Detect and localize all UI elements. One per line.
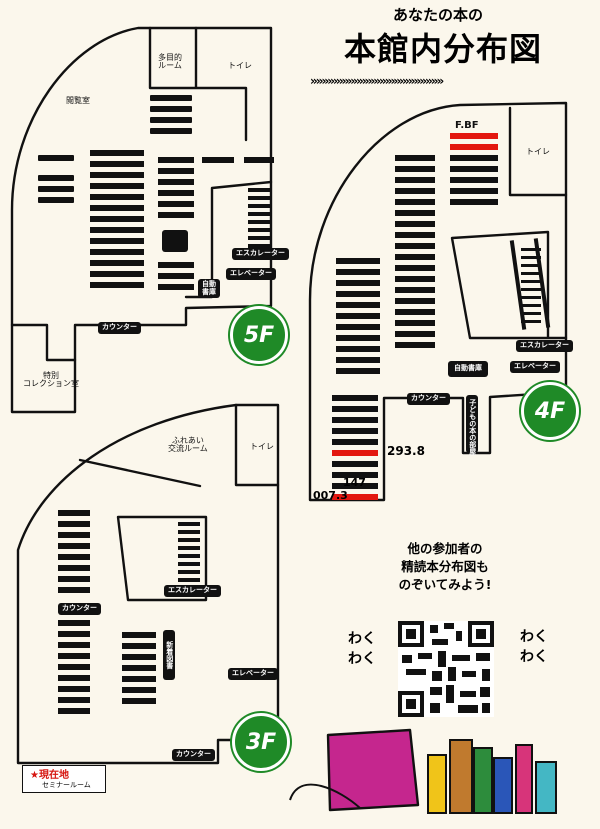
header-subtitle: あなたの本の: [392, 6, 483, 24]
floor3-badge: 3F: [232, 713, 290, 771]
floor3-toilet: トイレ: [250, 442, 274, 451]
waku-right: わく わく: [520, 629, 548, 665]
floor4-badge: 4F: [521, 382, 579, 440]
floor4-number-0073: 007.3: [313, 489, 348, 502]
floor5-outline: [10, 26, 273, 414]
floor5-escalator: エスカレーター: [232, 248, 289, 260]
floor3-elevator: エレベーター: [228, 668, 278, 680]
qr-code: [398, 621, 494, 717]
floor5-counter: カウンター: [98, 322, 141, 334]
floor4-outline: [308, 101, 568, 502]
floor3-escalator: エスカレーター: [164, 585, 221, 597]
current-location-label: ★現在地: [30, 770, 69, 781]
floor4-fbf-label: F.BF: [455, 120, 479, 131]
book-outline: [326, 728, 420, 812]
floor5-elevator: エレベーター: [226, 268, 276, 280]
floor3-walls: [78, 403, 280, 602]
floor3-new-arrivals: 新着図書: [163, 630, 175, 680]
floor3-fureai-room: ふれあい 交流ルーム: [168, 436, 208, 454]
floor4-escalator: エスカレーター: [516, 340, 573, 352]
waku-left: わく わく: [348, 631, 376, 667]
floor4-number-147: 147: [343, 476, 366, 489]
floor4-children-room: 子どもの本の部屋: [466, 395, 478, 455]
page-title: 本館内分布図: [343, 30, 542, 68]
current-location-box: [22, 765, 106, 793]
floor3-outline: [16, 403, 280, 765]
floor5-badge: 5F: [230, 306, 288, 364]
seminar-room-label: セミナールーム: [42, 781, 91, 789]
floor4-auto-storage: 自動書庫: [448, 361, 488, 377]
floor3-counter-mid: カウンター: [58, 603, 101, 615]
floor5-special-collection: 特別 コレクション室: [23, 371, 79, 389]
floor3-counter-bottom: カウンター: [172, 749, 215, 761]
floor4-number-2938: 293.8: [387, 444, 425, 458]
floor5-reading-room: 閲覧室: [66, 96, 90, 105]
floor4-highlighted-shelves: [332, 133, 498, 500]
floor5-auto-storage: 自動 書庫: [198, 279, 220, 299]
promo-text: 他の参加者の 精読本分布図も のぞいてみよう!: [398, 541, 492, 593]
books-illustration: [289, 739, 557, 814]
floor4-counter: カウンター: [407, 393, 450, 405]
floor5-toilet: トイレ: [228, 61, 252, 70]
chevron-divider: »»»»»»»»»»»»»»»»»»»»»»»: [310, 74, 444, 88]
floor4-walls: [450, 106, 568, 340]
floor4-toilet: トイレ: [526, 147, 550, 156]
floor4-elevator: エレベーター: [510, 361, 560, 373]
floor5-multipurpose-room: 多目的 ルーム: [158, 53, 182, 71]
